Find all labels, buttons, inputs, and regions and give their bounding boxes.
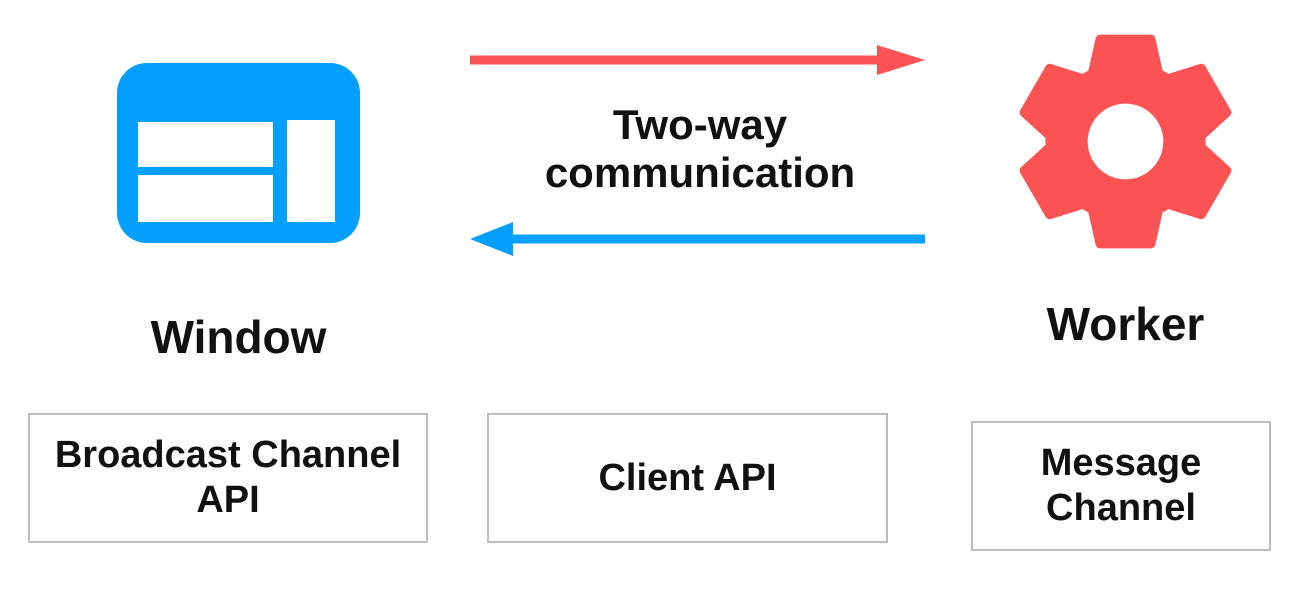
arrow-window-to-worker: [470, 45, 925, 75]
api-box-message-channel-label: Message Channel: [1040, 442, 1202, 529]
gear-hole: [1087, 103, 1164, 180]
browser-window-icon: [117, 63, 360, 243]
browser-window-pane-side: [287, 120, 335, 222]
arrow-left-head-icon: [470, 222, 513, 256]
arrow-worker-to-window: [470, 222, 925, 256]
arrow-right-head-icon: [877, 45, 925, 75]
api-box-client-api-label: Client API: [598, 456, 777, 499]
caption-line-2: communication: [544, 149, 856, 197]
two-way-communication-caption: Two-way communication: [470, 101, 930, 198]
api-box-broadcast-channel-label: Broadcast Channel API: [54, 434, 402, 521]
caption-line-1: Two-way: [612, 101, 788, 148]
browser-window-pane-top: [138, 122, 273, 167]
api-box-message-channel: Message Channel: [971, 421, 1271, 551]
browser-window-pane-bottom: [138, 175, 273, 222]
api-box-broadcast-channel: Broadcast Channel API: [28, 413, 428, 543]
window-label: Window: [150, 311, 327, 363]
gear-icon: [1019, 34, 1232, 249]
api-box-client-api: Client API: [487, 413, 888, 543]
worker-label: Worker: [1046, 298, 1205, 350]
